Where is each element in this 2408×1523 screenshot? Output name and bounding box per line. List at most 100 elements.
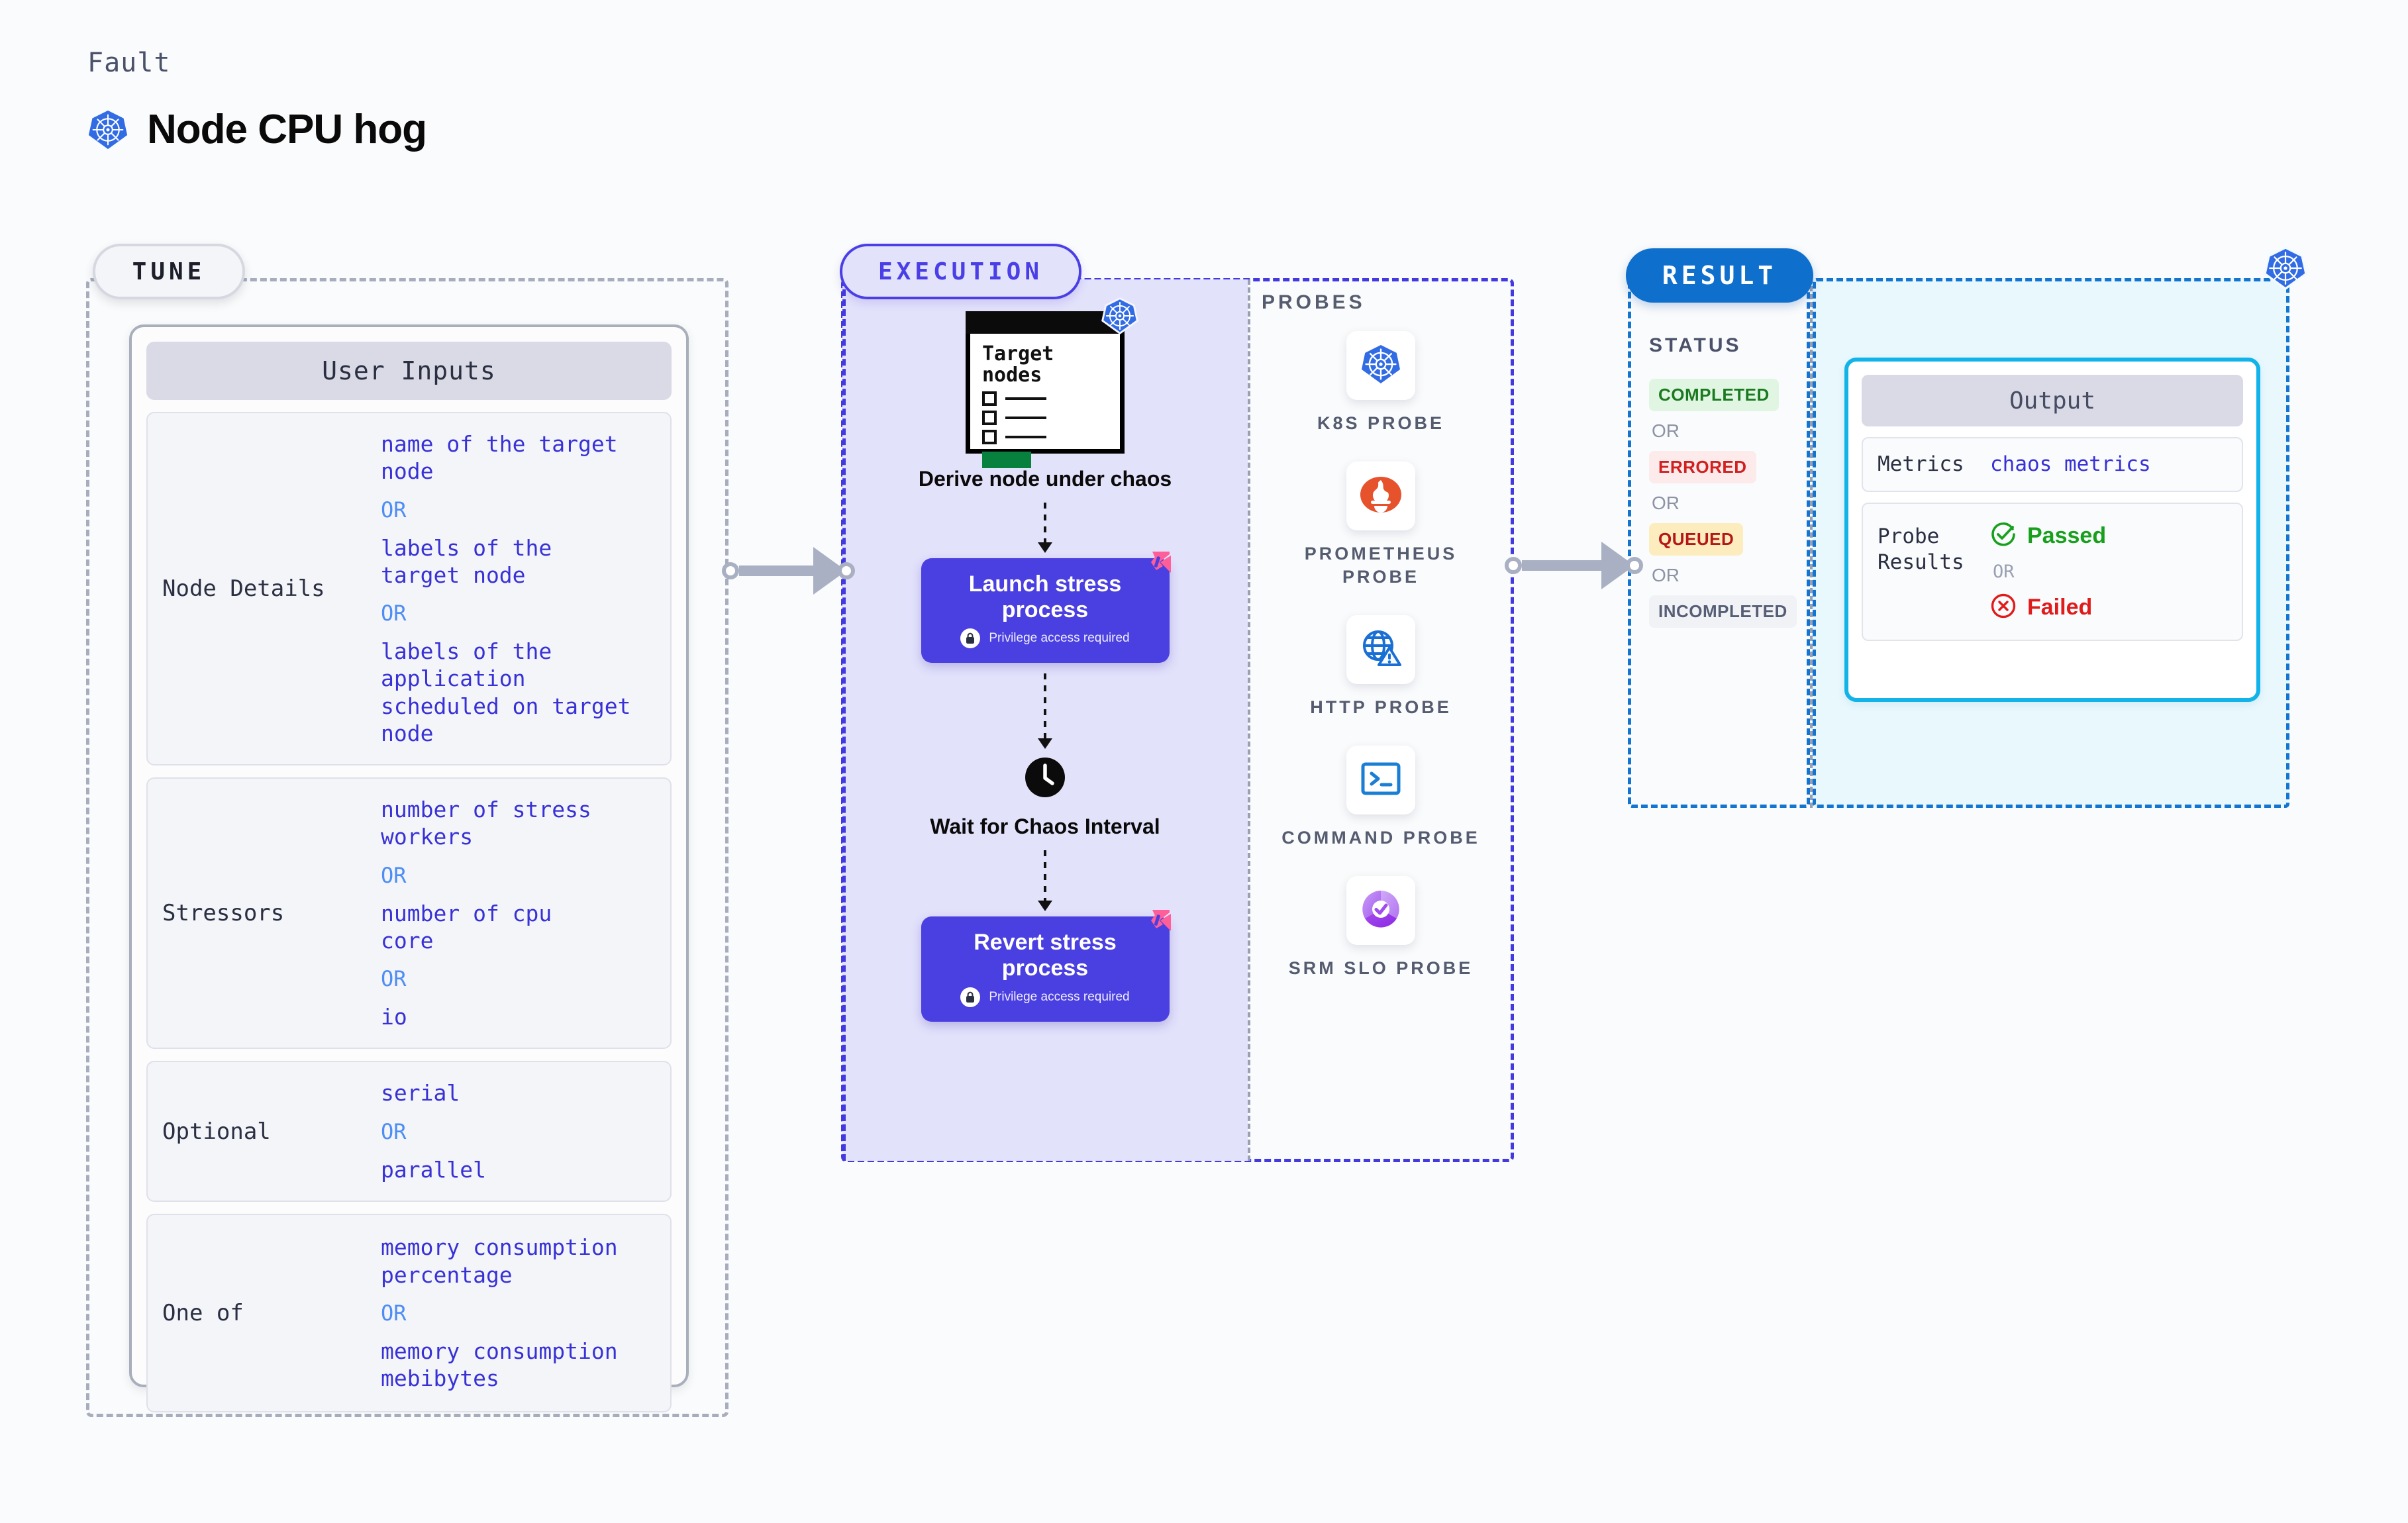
or-separator: OR [381, 497, 407, 522]
lock-icon [960, 987, 981, 1007]
output-group-metrics[interactable]: Metrics chaos metrics [1862, 437, 2243, 492]
probe-tile [1346, 746, 1415, 815]
connector-end-dot [1626, 557, 1643, 574]
or-separator: OR [381, 862, 407, 888]
probe-label: SRM SLO PROBE [1288, 958, 1474, 979]
or-separator: OR [1993, 561, 2015, 582]
target-list-row [982, 391, 1111, 406]
probes-label: PROBES [1262, 291, 1366, 313]
connector-start-dot [1505, 557, 1522, 574]
execution-badge[interactable]: EXECUTION [840, 244, 1081, 299]
input-group-label: Optional [162, 1118, 271, 1145]
output-title: Output [1862, 375, 2243, 426]
connector-end-dot [838, 562, 855, 579]
target-list-row [982, 410, 1111, 425]
or-separator: OR [381, 1300, 407, 1326]
or-separator: OR [1652, 420, 1680, 441]
probe-label: HTTP PROBE [1310, 697, 1452, 718]
input-group-label: One of [162, 1299, 244, 1326]
lock-icon [960, 628, 981, 649]
user-inputs-card: User Inputs Node Details name of the tar… [129, 324, 689, 1412]
input-group-stressors[interactable]: Stressors number of stress workers OR nu… [146, 777, 672, 1050]
connector-execution-to-result [1505, 542, 1643, 589]
status-badge-errored: ERRORED [1649, 451, 1756, 483]
input-option: serial [381, 1080, 460, 1106]
result-badge[interactable]: RESULT [1626, 248, 1813, 303]
probe-tile [1346, 876, 1415, 946]
clock-icon [1025, 757, 1066, 801]
globe-warning-icon [1359, 628, 1403, 672]
terminal-icon [1360, 762, 1401, 799]
status-badge-completed: COMPLETED [1649, 379, 1779, 411]
probe-tile [1346, 615, 1415, 685]
checkbox-icon [982, 429, 997, 444]
input-option: memory consumption percentage [381, 1234, 618, 1288]
step-title: Launch stress process [968, 571, 1122, 622]
target-nodes-card-icon: Target nodes [966, 297, 1138, 468]
check-circle-icon [1990, 521, 2017, 551]
execution-flow: Target nodes Derive node under chaos [842, 297, 1248, 1022]
connector-tune-to-execution [722, 547, 855, 595]
tune-badge[interactable]: TUNE [93, 244, 245, 299]
execution-probes-divider [1248, 279, 1250, 1161]
privilege-note: Privilege access required [932, 628, 1159, 649]
or-separator: OR [1652, 565, 1680, 585]
list-line [1005, 435, 1046, 438]
list-line [1005, 416, 1046, 419]
kubernetes-icon [1359, 342, 1403, 389]
kubernetes-icon [87, 109, 128, 150]
harness-logo-icon [1140, 550, 1171, 580]
output-value-metrics: chaos metrics [1990, 452, 2151, 477]
connector-line [739, 565, 813, 576]
fault-title-row: Node CPU hog [87, 106, 427, 153]
kubernetes-icon [2264, 246, 2307, 293]
input-option: number of stress workers [381, 797, 591, 850]
target-card-title: Target nodes [982, 342, 1054, 387]
privilege-text: Privilege access required [989, 989, 1130, 1004]
probe-item-command[interactable]: COMMAND PROBE [1281, 746, 1480, 850]
step-revert-stress-process[interactable]: Revert stress process Privilege access r… [921, 910, 1171, 1022]
connector-line [1522, 560, 1601, 571]
probe-result-text: Failed [2027, 594, 2093, 620]
probe-tile [1346, 462, 1415, 531]
input-group-one-of[interactable]: One of memory consumption percentage OR … [146, 1213, 672, 1412]
probe-item-srm-slo[interactable]: SRM SLO PROBE [1281, 876, 1480, 980]
target-list-row [982, 429, 1111, 444]
input-option: name of the target node [381, 431, 618, 485]
input-group-label: Node Details [162, 575, 325, 602]
output-label: Metrics [1878, 452, 1964, 476]
or-separator: OR [381, 1118, 407, 1144]
flow-arrow-icon [1038, 502, 1052, 553]
input-option: memory consumption mebibytes [381, 1338, 618, 1391]
result-divider [1810, 278, 1813, 808]
step-launch-stress-process[interactable]: Launch stress process Privilege access r… [921, 551, 1171, 663]
probe-label: K8S PROBE [1317, 413, 1445, 433]
input-group-optional[interactable]: Optional serial OR parallel [146, 1061, 672, 1202]
prometheus-icon [1359, 474, 1403, 518]
harness-logo-icon [1140, 909, 1171, 938]
input-option: number of cpu core [381, 900, 552, 954]
input-option: labels of the target node [381, 534, 552, 588]
probe-result-passed: Passed [1990, 521, 2106, 551]
checkbox-icon [982, 391, 997, 406]
status-list: COMPLETED OR ERRORED OR QUEUED OR INCOMP… [1649, 379, 1801, 628]
flow-arrow-icon [1038, 850, 1052, 911]
fault-label: Fault [87, 48, 171, 78]
privilege-note: Privilege access required [932, 987, 1159, 1007]
status-label: STATUS [1649, 334, 1742, 356]
probe-item-k8s[interactable]: K8S PROBE [1281, 331, 1480, 435]
or-separator: OR [381, 966, 407, 991]
input-group-label: Stressors [162, 900, 285, 927]
output-group-probe-results[interactable]: Probe Results Passed OR [1862, 502, 2243, 641]
probe-label: PROMETHEUS PROBE [1304, 544, 1458, 587]
list-line [1005, 397, 1046, 400]
status-badge-queued: QUEUED [1649, 523, 1744, 556]
srm-slo-icon [1360, 888, 1402, 934]
input-option: parallel [381, 1156, 486, 1183]
status-badge-incompleted: INCOMPLETED [1649, 595, 1797, 628]
probe-item-prometheus[interactable]: PROMETHEUS PROBE [1281, 462, 1480, 589]
input-group-node-details[interactable]: Node Details name of the target node OR … [146, 412, 672, 765]
probe-result-text: Passed [2027, 522, 2107, 548]
step-caption-wait-chaos-interval: Wait for Chaos Interval [930, 814, 1160, 839]
probe-item-http[interactable]: HTTP PROBE [1281, 615, 1480, 719]
